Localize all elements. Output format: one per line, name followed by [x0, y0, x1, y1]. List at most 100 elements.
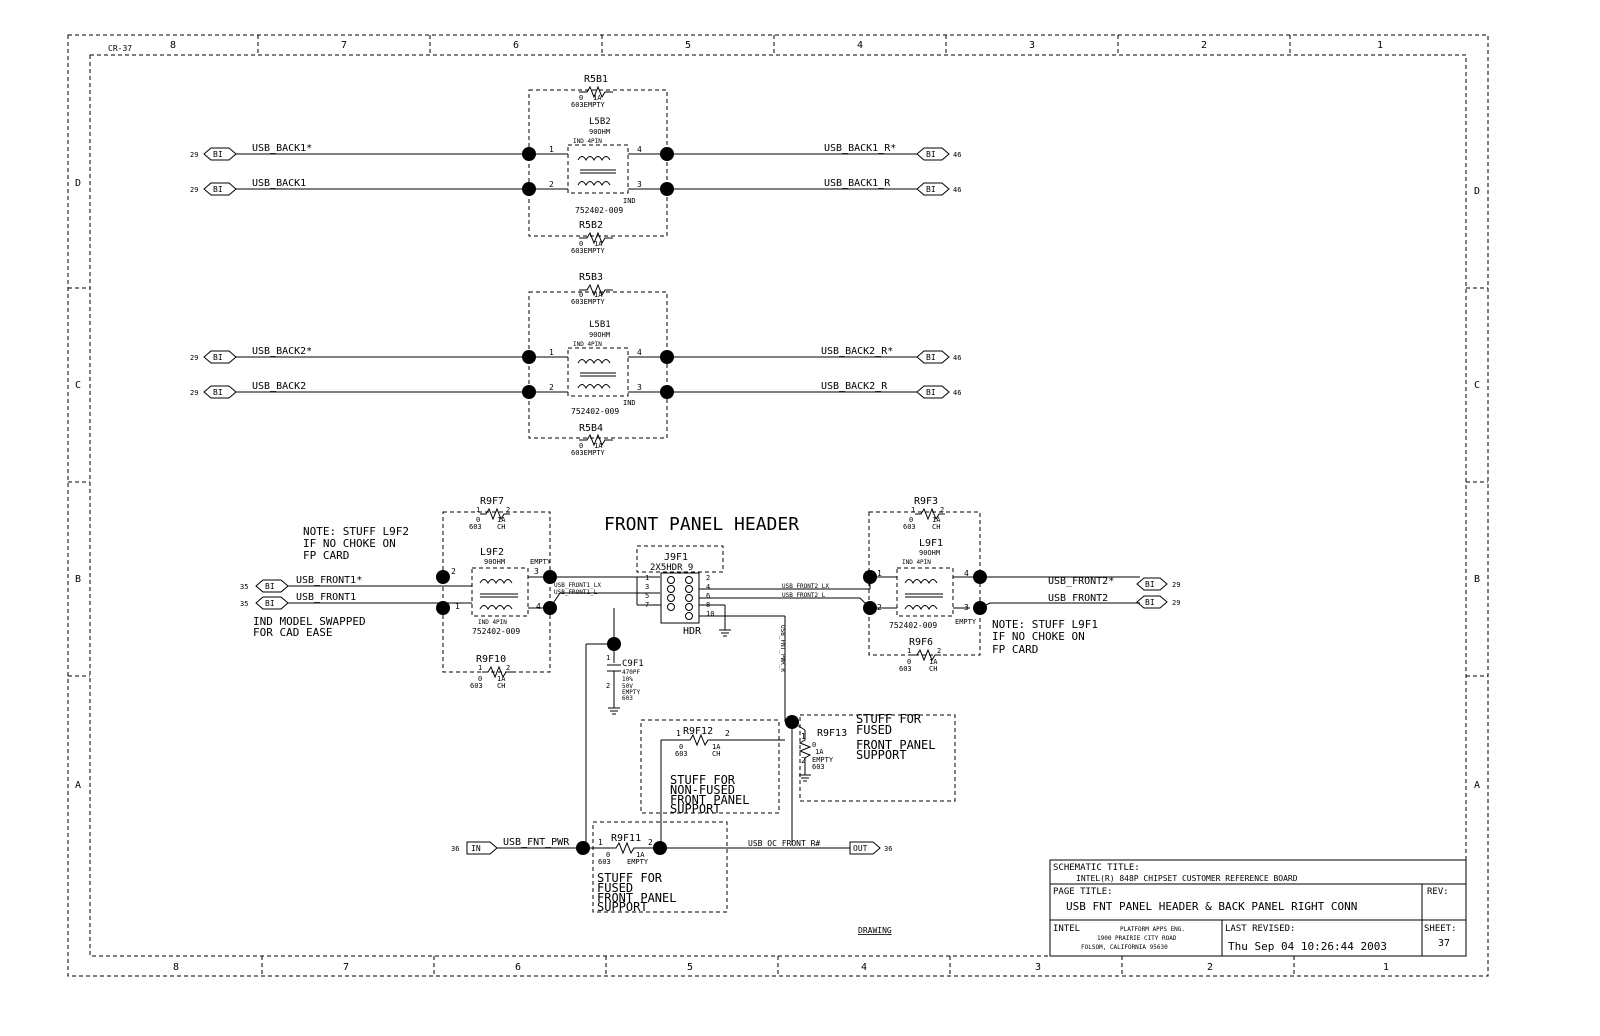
resistor-note: CH — [929, 665, 937, 673]
note-line: IF NO CHOKE ON — [303, 537, 396, 550]
col-label-bottom-8: 8 — [173, 962, 179, 973]
drawing-label: DRAWING — [858, 926, 892, 935]
net-label: USB_FNT_PWR — [503, 837, 570, 848]
net-label: USB_OC_FRONT_R# — [748, 839, 820, 848]
resistor-package: 603EMPTY — [571, 449, 606, 457]
resistor-package: 603EMPTY — [571, 247, 606, 255]
pin-number: 4 — [637, 348, 642, 357]
resistor-pin: 2 — [648, 838, 653, 847]
pin-number: 4 — [536, 602, 541, 611]
note-line: FP CARD — [992, 643, 1038, 656]
note-line: IND MODEL SWAPPED — [253, 615, 366, 628]
rev-label: REV: — [1427, 887, 1449, 897]
net-label: USB_BACK1* — [252, 143, 312, 154]
junction-dot — [543, 570, 557, 584]
col-label-top-4: 4 — [857, 40, 863, 51]
resistor-ref: R9F6 — [909, 637, 933, 648]
pin-number: 1 — [549, 145, 554, 154]
port-type: OUT — [853, 844, 868, 853]
col-label-top-7: 7 — [341, 40, 347, 51]
bidir-port-icon — [916, 350, 950, 364]
bidir-port-icon — [916, 385, 950, 399]
row-label-left-d: D — [75, 178, 81, 189]
resistor-ref: R9F11 — [611, 833, 641, 844]
choke-outline — [896, 567, 954, 617]
col-label-top-8: 8 — [170, 40, 176, 51]
port-type: BI — [265, 599, 275, 608]
header-label-box — [636, 545, 724, 573]
junction-dot — [653, 841, 667, 855]
resistor-package: 603 — [598, 858, 611, 866]
port-type: BI — [926, 150, 936, 159]
resistor-value: 0 — [579, 94, 583, 102]
bidir-port-icon — [916, 182, 950, 196]
resistor-pin: 1 — [911, 506, 915, 514]
port-type: BI — [213, 353, 223, 362]
net-label: USB_FRONT2 — [1048, 593, 1108, 604]
resistor-ref: R9F3 — [914, 496, 938, 507]
net-label: USB_FRONT2* — [1048, 576, 1114, 587]
front-panel-header-title: FRONT PANEL HEADER — [604, 514, 799, 535]
choke-outline — [471, 567, 529, 617]
choke-winding-top — [479, 579, 513, 585]
net-label: USB_BACK2 — [252, 381, 306, 392]
resistor-pin: 1 — [676, 729, 681, 738]
row-label-right-a: A — [1474, 780, 1480, 791]
bidir-port-icon — [916, 147, 950, 161]
port-page-ref: 46 — [953, 389, 961, 397]
col-label-bottom-5: 5 — [687, 962, 693, 973]
resistor-value: 0 — [606, 851, 610, 859]
net-label: USB_BACK1_R — [824, 178, 891, 189]
net-label: USB_FRONT1 — [296, 592, 356, 603]
junction-dot — [436, 601, 450, 615]
resistor-symbol — [482, 665, 512, 679]
resistor-pin: 1 — [907, 647, 911, 655]
port-page-ref: 29 — [190, 151, 198, 159]
resistor-rating: 1A — [594, 240, 603, 248]
resistor-rating: 1A — [712, 743, 721, 751]
ground-icon — [719, 629, 731, 637]
resistor-package: 603 — [470, 682, 483, 690]
choke-part: 752402-009 — [571, 407, 619, 416]
port-page-ref: 29 — [190, 186, 198, 194]
junction-dot — [660, 385, 674, 399]
option-text: SUPPORT — [597, 900, 648, 914]
capacitor-tolerance: 10% — [622, 676, 633, 683]
bidir-port-icon — [203, 182, 237, 196]
sheet-label: SHEET: — [1424, 924, 1457, 934]
port-page-ref: 35 — [240, 600, 248, 608]
option-text: FRONT PANEL — [597, 891, 676, 905]
resistor-symbol — [610, 841, 648, 855]
capacitor-pin: 2 — [606, 682, 610, 690]
junction-dot — [863, 570, 877, 584]
option-text: SUPPORT — [856, 748, 907, 762]
column-labels: 8 7 6 5 4 3 2 1 8 7 6 5 4 3 2 1 — [170, 40, 1389, 973]
resistor-pin: 2 — [940, 506, 944, 514]
pin-number: 2 — [549, 180, 554, 189]
choke-box — [442, 511, 551, 673]
note-line: NOTE: STUFF L9F1 — [992, 618, 1098, 631]
option-text: FRONT PANEL — [856, 738, 935, 752]
resistor-rating: 1A — [497, 516, 506, 524]
port-type: BI — [926, 353, 936, 362]
pin-number: 3 — [637, 383, 642, 392]
junction-dot — [522, 182, 536, 196]
junction-dot — [973, 570, 987, 584]
company-address-line: FOLSOM, CALIFORNIA 95630 — [1081, 944, 1168, 951]
pin-number: 10 — [706, 610, 714, 618]
junction-dot — [973, 601, 987, 615]
resistor-rating: 1A — [594, 291, 603, 299]
r9f12-block: 1 R9F12 2 0 1A 603 CH STUFF FOR NON-FUSE… — [640, 719, 785, 845]
header-j9f1: J9F1 2X5HDR_9 HDR 1 3 5 7 2 4 6 8 10 — [636, 545, 785, 637]
resistor-status: EMPTY — [812, 756, 834, 764]
pin-number: 1 — [877, 569, 882, 578]
resistor-rating: 1A — [929, 658, 938, 666]
port-type: BI — [265, 582, 275, 591]
input-port-icon — [466, 841, 498, 855]
schematic-title-label: SCHEMATIC TITLE: — [1053, 863, 1140, 873]
power-net: USB_FNT_PWR_R — [779, 616, 799, 845]
note-line: FP CARD — [303, 549, 349, 562]
junction-dot — [522, 147, 536, 161]
resistor-rating: 1A — [593, 94, 602, 102]
option-box — [799, 714, 956, 802]
